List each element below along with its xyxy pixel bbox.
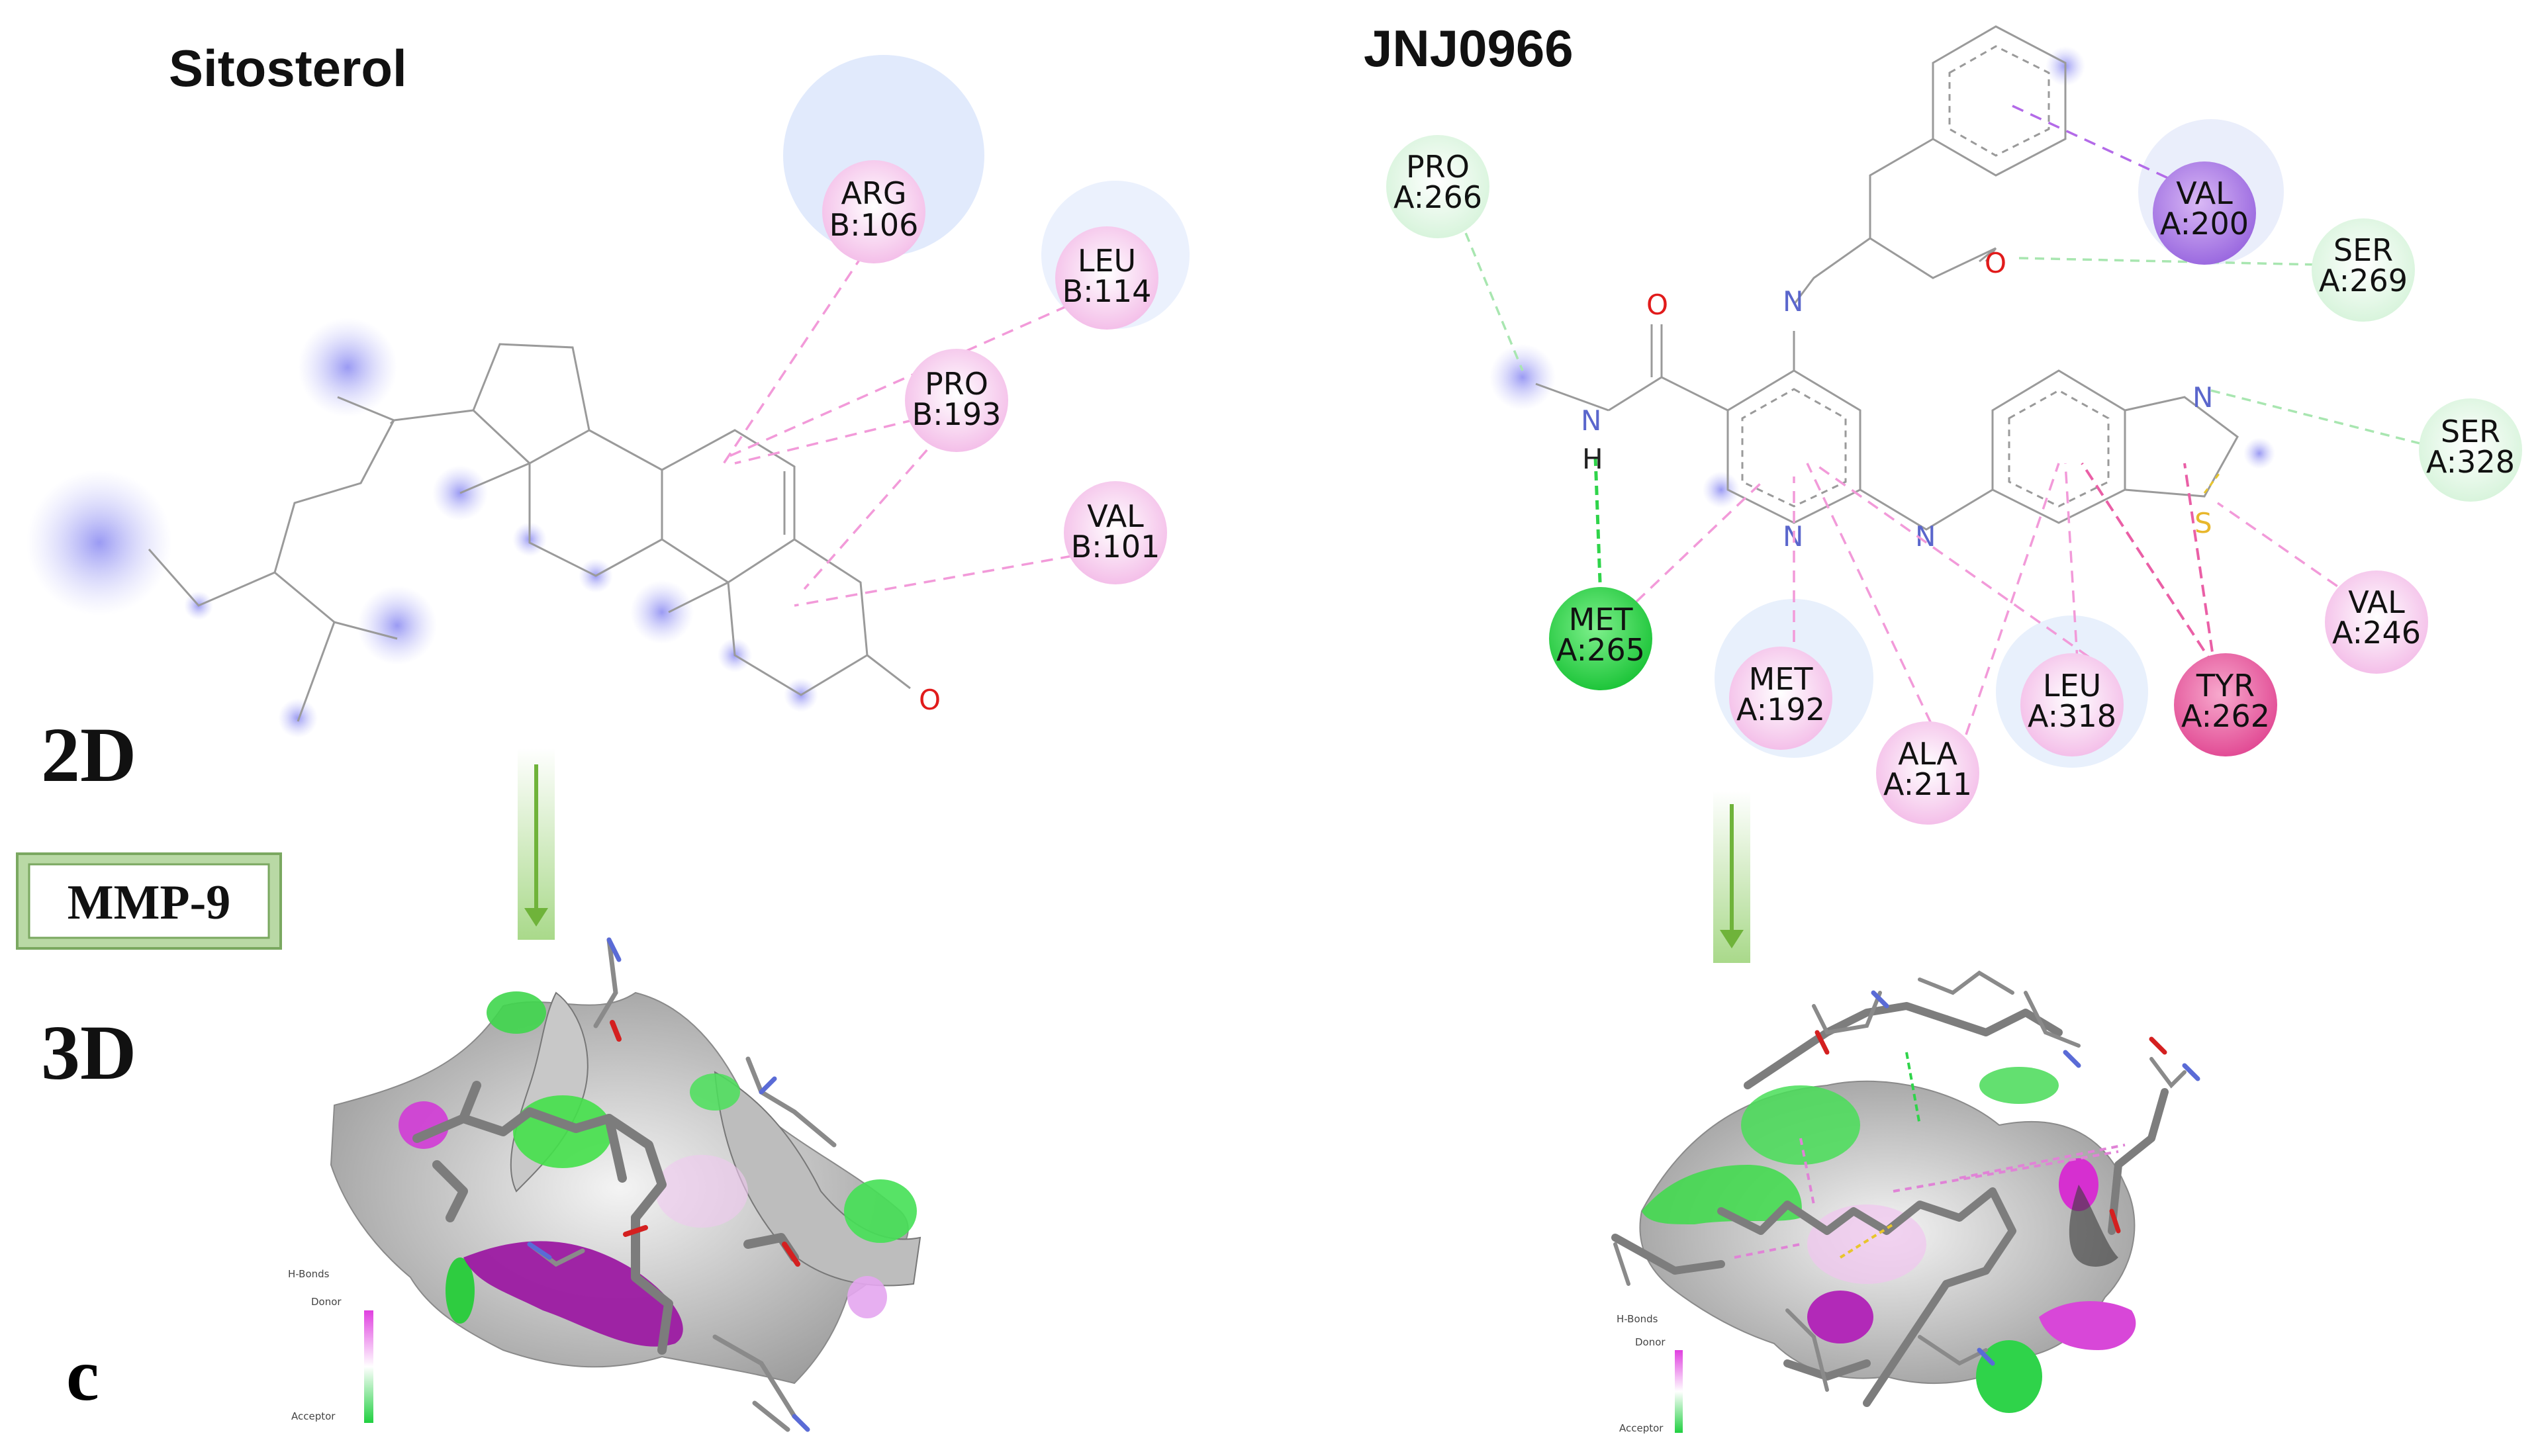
- right-interaction-lines: [1458, 105, 2447, 742]
- svg-text:B:193: B:193: [912, 396, 1002, 432]
- svg-text:N: N: [1783, 285, 1803, 318]
- residue-met-a192: MET A:192: [1729, 647, 1832, 750]
- oxygen-atom: O: [919, 684, 941, 716]
- svg-text:TYR: TYR: [2196, 668, 2255, 704]
- svg-text:MET: MET: [1569, 602, 1634, 637]
- left-down-arrow: [518, 748, 555, 940]
- residue-tyr-a262: TYR A:262: [2174, 653, 2277, 756]
- residue-val-a200: VAL A:200: [2153, 161, 2256, 265]
- svg-text:LEU: LEU: [2043, 668, 2101, 704]
- residue-pro-a266: PRO A:266: [1386, 135, 1489, 238]
- left-residue-nodes: ARG B:106 LEU B:114 PRO B:193 VAL B:101: [822, 160, 1167, 584]
- svg-text:VAL: VAL: [2176, 175, 2233, 211]
- label-2d: 2D: [41, 711, 136, 798]
- left-ligand-title: Sitosterol: [169, 39, 407, 97]
- svg-text:A:246: A:246: [2332, 615, 2421, 651]
- atom-glows: [1489, 46, 2275, 508]
- right-2d-diagram: JNJ0966: [1364, 19, 2522, 825]
- right-residue-nodes: PRO A:266 VAL A:200 SER A:269 SER A:328 …: [1386, 135, 2522, 825]
- residue-ser-a328: SER A:328: [2419, 398, 2522, 502]
- svg-text:ALA: ALA: [1898, 736, 1957, 772]
- svg-text:H: H: [1582, 443, 1603, 475]
- svg-text:A:265: A:265: [1556, 632, 1645, 668]
- right-down-arrow: [1713, 791, 1750, 963]
- svg-text:H-Bonds: H-Bonds: [1617, 1313, 1658, 1325]
- svg-text:B:101: B:101: [1071, 529, 1160, 565]
- right-3d-render: H-Bonds Donor Acceptor: [1611, 970, 2200, 1434]
- svg-text:PRO: PRO: [1406, 149, 1470, 185]
- svg-text:SER: SER: [2441, 414, 2500, 449]
- residue-ser-a269: SER A:269: [2312, 218, 2415, 322]
- svg-text:N: N: [1581, 404, 1601, 437]
- svg-text:A:192: A:192: [1736, 692, 1825, 727]
- svg-text:A:211: A:211: [1883, 766, 1972, 802]
- svg-text:ARG: ARG: [841, 175, 906, 211]
- svg-text:LEU: LEU: [1078, 243, 1136, 279]
- target-box: MMP-9: [16, 852, 282, 950]
- residue-pro-b193: PRO B:193: [905, 349, 1008, 452]
- residue-val-a246: VAL A:246: [2325, 570, 2428, 674]
- svg-text:S: S: [2194, 507, 2212, 539]
- svg-text:MET: MET: [1749, 661, 1814, 697]
- svg-text:A:266: A:266: [1393, 179, 1482, 215]
- atom-glows: [26, 318, 818, 738]
- label-3d: 3D: [41, 1009, 136, 1096]
- svg-text:SER: SER: [2333, 232, 2393, 268]
- svg-text:O: O: [1985, 247, 2006, 279]
- svg-text:PRO: PRO: [925, 366, 988, 402]
- svg-text:B:114: B:114: [1062, 273, 1152, 309]
- svg-text:Acceptor: Acceptor: [1619, 1422, 1664, 1434]
- svg-text:N: N: [2192, 381, 2213, 414]
- residue-met-a265: MET A:265: [1549, 587, 1652, 690]
- sitosterol-skeleton: [148, 343, 911, 722]
- right-ligand-title: JNJ0966: [1364, 19, 1574, 77]
- residue-val-b101: VAL B:101: [1064, 481, 1167, 584]
- residue-ala-a211: ALA A:211: [1876, 721, 1979, 825]
- left-2d-diagram: Sitosterol: [26, 39, 1190, 738]
- svg-text:A:200: A:200: [2160, 206, 2249, 242]
- svg-text:VAL: VAL: [1087, 498, 1144, 534]
- target-label: MMP-9: [68, 876, 231, 930]
- residue-arg-b106: ARG B:106: [822, 160, 925, 263]
- left-interaction-lines: [720, 238, 1086, 607]
- left-3d-render: H-Bonds Donor Acceptor: [288, 937, 921, 1432]
- svg-text:A:262: A:262: [2181, 698, 2270, 734]
- svg-text:Acceptor: Acceptor: [291, 1410, 336, 1422]
- svg-text:A:318: A:318: [2028, 698, 2116, 734]
- svg-text:B:106: B:106: [829, 207, 919, 243]
- svg-text:Donor: Donor: [311, 1296, 342, 1308]
- svg-text:A:269: A:269: [2319, 263, 2408, 298]
- right-hbond-legend: H-Bonds Donor Acceptor: [1617, 1313, 1683, 1434]
- left-hbond-legend: H-Bonds Donor Acceptor: [288, 1268, 373, 1423]
- svg-text:VAL: VAL: [2348, 584, 2405, 620]
- residue-leu-b114: LEU B:114: [1055, 226, 1158, 330]
- svg-text:A:328: A:328: [2426, 444, 2515, 480]
- panel-letter: c: [66, 1334, 99, 1416]
- svg-text:Donor: Donor: [1635, 1336, 1666, 1348]
- svg-text:H-Bonds: H-Bonds: [288, 1268, 330, 1280]
- jnj0966-skeleton: [1535, 25, 2239, 636]
- svg-text:O: O: [1646, 289, 1668, 321]
- residue-leu-a318: LEU A:318: [2020, 653, 2124, 756]
